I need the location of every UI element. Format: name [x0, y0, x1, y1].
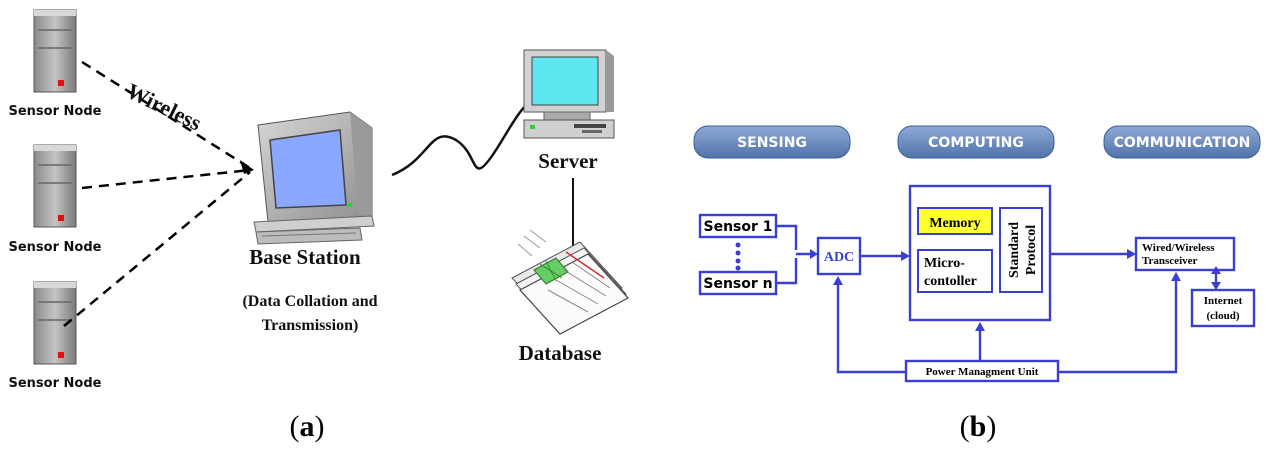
sensor-node-label: Sensor Node — [9, 104, 102, 119]
power-management-label: Power Managment Unit — [926, 366, 1039, 378]
sensor-1-label: Sensor 1 — [703, 219, 772, 235]
internet-box: Internet (cloud) — [1190, 288, 1256, 328]
wireless-links — [63, 60, 254, 327]
phase-computing: COMPUTING — [897, 125, 1055, 159]
sensor-node-label: Sensor Node — [9, 240, 102, 255]
sensor-node-2: Sensor Node — [9, 144, 102, 255]
panel-b: SENSING COMPUTING COMMUNICATION Sensor 1… — [693, 125, 1261, 443]
server-label: Server — [538, 149, 597, 173]
sensor-node-3: Sensor Node — [9, 281, 102, 391]
microcontroller-label-line2: contoller — [924, 274, 977, 289]
network-cable — [391, 98, 533, 177]
server-computer-icon — [523, 49, 615, 139]
memory-box: Memory — [917, 207, 993, 235]
adc-box: ADC — [816, 236, 862, 276]
protocol-label-line2: Protocol — [1024, 225, 1039, 275]
arrow-head — [901, 251, 910, 261]
server-tower-icon — [33, 9, 77, 93]
sensor-adc-connectors — [776, 224, 818, 285]
memory-label: Memory — [929, 216, 980, 231]
phase-label: COMPUTING — [928, 135, 1024, 151]
database-label: Database — [519, 341, 602, 365]
adc-label: ADC — [824, 250, 854, 265]
transceiver-box: Wired/Wireless Transceiver — [1134, 236, 1236, 272]
phase-label: COMMUNICATION — [1114, 135, 1251, 151]
sensor-n-box: Sensor n — [698, 270, 778, 296]
wireless-label: Wireless — [123, 78, 206, 136]
microcontroller-box: Micro- contoller — [917, 249, 993, 293]
sensor-1-box: Sensor 1 — [698, 213, 778, 239]
phase-sensing: SENSING — [693, 125, 851, 159]
panel-a: Sensor Node Sensor Node Sensor Node — [9, 9, 629, 443]
transceiver-label-line1: Wired/Wireless — [1142, 242, 1215, 254]
base-station-desc-line2: Transmission) — [262, 317, 359, 334]
microcontroller-label-line1: Micro- — [924, 256, 965, 271]
sensor-node-label: Sensor Node — [9, 376, 102, 391]
arrow-head — [1211, 282, 1221, 290]
arrow-head — [1127, 249, 1136, 259]
arrow-head — [1211, 266, 1221, 274]
base-station-label: Base Station — [249, 245, 361, 269]
computing-block: Memory Micro- contoller Standard Protoco… — [908, 184, 1052, 322]
phase-label: SENSING — [737, 135, 807, 151]
sensor-dots — [735, 242, 741, 271]
internet-label-line1: Internet — [1204, 295, 1243, 307]
sensor-node-1: Sensor Node — [9, 9, 102, 119]
phase-communication: COMMUNICATION — [1103, 125, 1261, 159]
panel-a-label: (a) — [290, 410, 325, 443]
base-station-computer-icon — [253, 111, 375, 245]
panel-b-label: (b) — [960, 410, 997, 443]
power-feeds — [833, 272, 1181, 374]
database-icon — [511, 229, 629, 335]
protocol-label-line1: Standard — [1007, 222, 1022, 278]
protocol-box: Standard Protocol — [999, 207, 1043, 293]
sensor-n-label: Sensor n — [703, 276, 772, 292]
power-management-box: Power Managment Unit — [904, 359, 1060, 383]
base-station-desc-line1: (Data Collation and — [242, 293, 377, 310]
server-tower-icon — [33, 144, 77, 228]
internet-label-line2: (cloud) — [1207, 310, 1240, 322]
server-tower-icon — [33, 281, 77, 365]
transceiver-label-line2: Transceiver — [1142, 255, 1198, 267]
